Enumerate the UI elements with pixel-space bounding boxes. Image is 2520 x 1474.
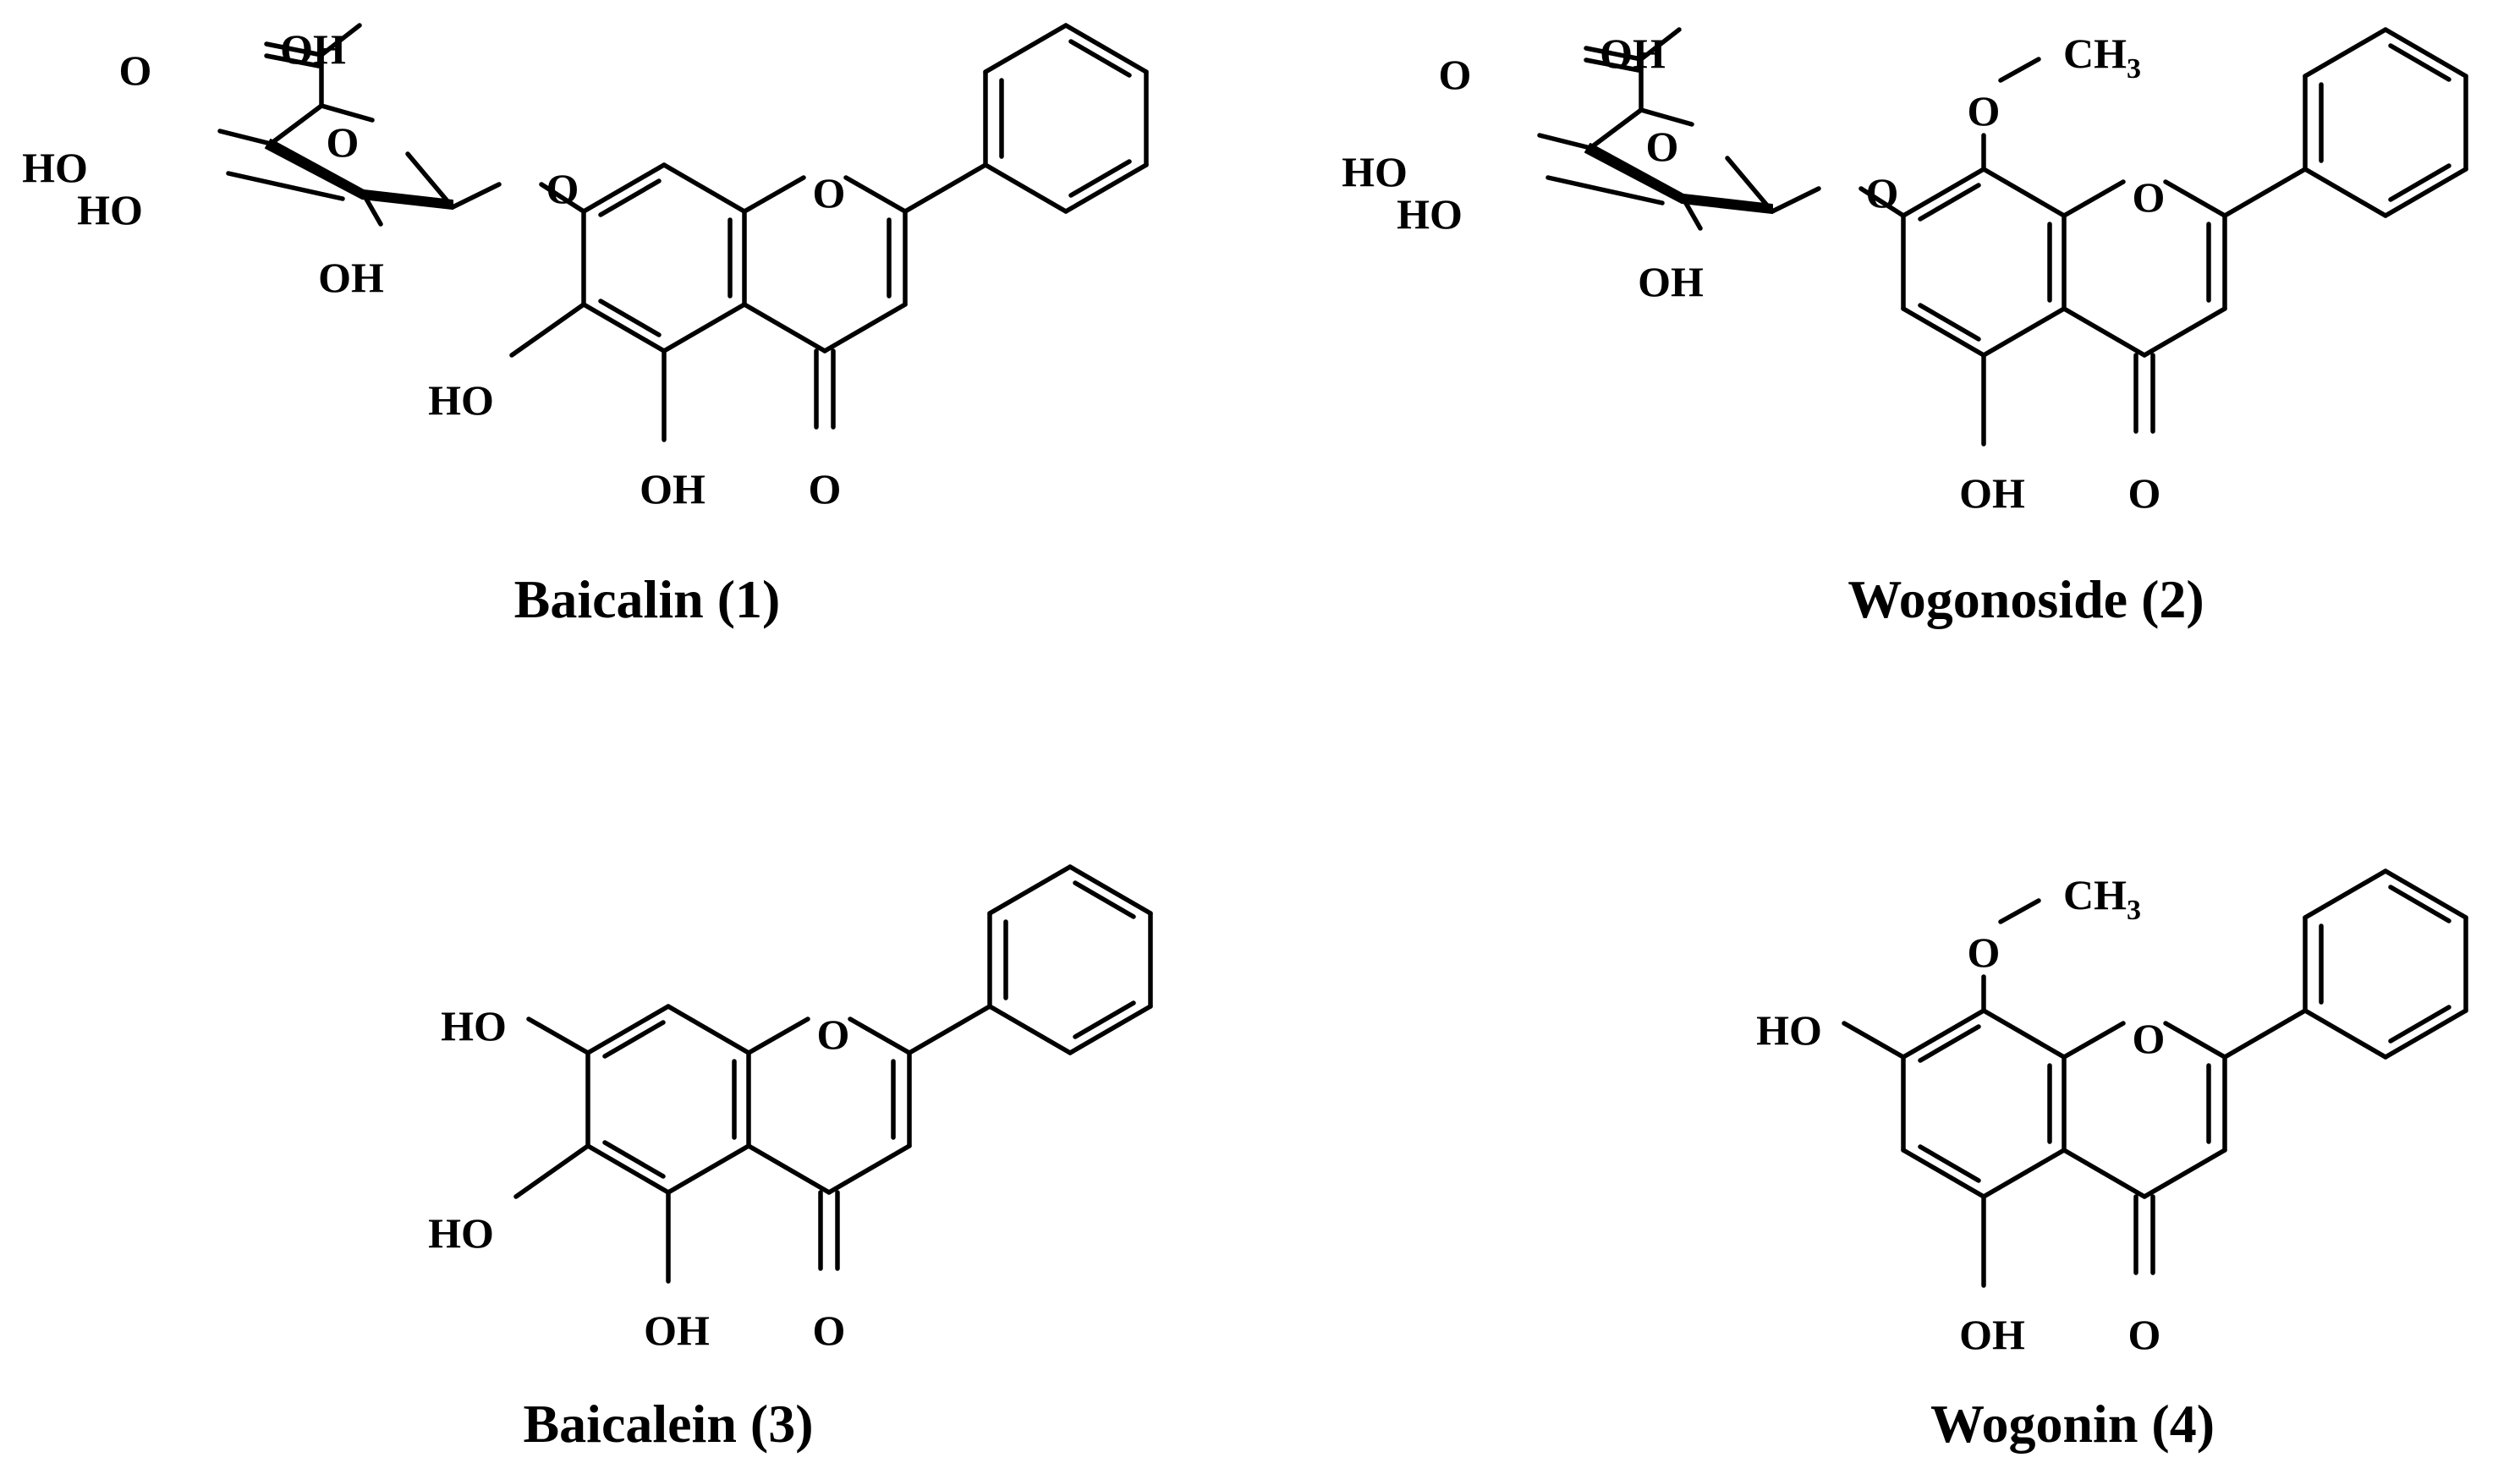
structure-wogonoside: O CH3 O O O O O OH HO HO OH OH Wogonosid… <box>1342 30 2466 629</box>
atom-sugar-oh-3: HO <box>1397 190 1463 238</box>
atom-carbonyl-oxygen: O <box>2128 469 2161 517</box>
atom-carbonyl-oxygen: O <box>2128 1311 2161 1358</box>
structure-baicalin: O O O O O OH HO HO OH HO OH Baicalin (1) <box>22 25 1146 629</box>
atom-carboxyl-oh: OH <box>280 25 346 73</box>
atom-ring-oxygen: O <box>2133 1015 2166 1062</box>
atom-oh-5: OH <box>1959 469 2025 517</box>
atom-sugar-oh-2: OH <box>318 254 384 301</box>
atom-glycosidic-oxygen: O <box>1866 169 1899 216</box>
structure-wogonin: O CH3 O O HO OH Wogonin (4) <box>1756 871 2466 1454</box>
atom-methyl: CH3 <box>2063 871 2141 926</box>
atom-glycosidic-oxygen: O <box>546 165 579 212</box>
atom-carboxyl-oxygen: O <box>1439 51 1472 98</box>
atom-oh-6: HO <box>428 1209 494 1257</box>
atom-ring-oxygen: O <box>2133 173 2166 221</box>
atom-oh-5: OH <box>644 1307 710 1354</box>
atom-oh-7: HO <box>1756 1006 1822 1054</box>
atom-methoxy-oxygen: O <box>1968 929 2001 976</box>
atom-oh-5: OH <box>1959 1311 2025 1358</box>
atom-carbonyl-oxygen: O <box>813 1307 846 1354</box>
atom-sugar-ring-oxygen: O <box>327 118 360 166</box>
atom-sugar-oh-2: OH <box>1638 258 1704 305</box>
atom-sugar-ring-oxygen: O <box>1646 123 1679 170</box>
atom-carboxyl-oh: OH <box>1600 30 1666 77</box>
atom-ring-oxygen: O <box>817 1011 850 1058</box>
atom-oh-6: HO <box>428 376 494 424</box>
structure-baicalein: O O HO HO OH Baicalein (3) <box>428 867 1150 1454</box>
atom-sugar-oh-4: HO <box>1342 148 1408 195</box>
atom-carboxyl-oxygen: O <box>119 47 152 94</box>
atom-methoxy-oxygen: O <box>1968 87 2001 134</box>
caption-wogonoside: Wogonoside (2) <box>1847 569 2204 629</box>
atom-sugar-oh-3: HO <box>77 186 143 233</box>
atom-methyl: CH3 <box>2063 30 2141 85</box>
atom-sugar-oh-4: HO <box>22 144 88 191</box>
atom-oh-5: OH <box>640 465 705 512</box>
caption-wogonin: Wogonin (4) <box>1930 1394 2215 1454</box>
atom-carbonyl-oxygen: O <box>809 465 842 512</box>
caption-baicalin: Baicalin (1) <box>514 569 781 629</box>
caption-baicalein: Baicalein (3) <box>523 1394 813 1454</box>
atom-oh-7: HO <box>441 1002 507 1049</box>
atom-ring-oxygen: O <box>813 169 846 216</box>
